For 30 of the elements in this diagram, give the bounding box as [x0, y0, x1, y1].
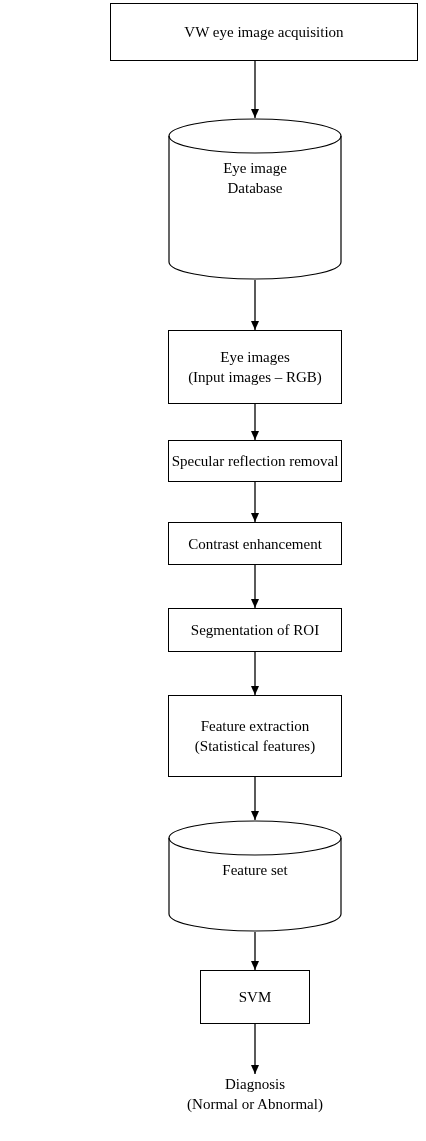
box-label: Feature set — [222, 861, 288, 880]
box-label: Feature extraction — [200, 717, 310, 736]
output-label: (Normal or Abnormal) — [187, 1095, 323, 1114]
arrow — [251, 564, 259, 609]
box-label: Contrast enhancement — [188, 534, 322, 554]
process-box — [168, 440, 342, 482]
arrow — [251, 931, 259, 971]
arrow — [251, 60, 259, 119]
box-label: (Input images – RGB) — [188, 368, 322, 387]
process-box — [168, 608, 342, 652]
box-label: (Statistical features) — [194, 737, 316, 756]
output-label: Diagnosis — [225, 1075, 285, 1094]
process-box — [168, 330, 342, 404]
arrow — [251, 1023, 259, 1075]
box-label: Eye images — [220, 348, 290, 367]
process-box — [110, 3, 418, 61]
arrow — [251, 481, 259, 523]
box-label: Eye image — [223, 159, 287, 178]
box-label: SVM — [238, 988, 272, 1007]
process-box — [168, 522, 342, 565]
box-label: Segmentation of ROI — [190, 621, 320, 640]
process-box — [168, 695, 342, 777]
arrow — [251, 403, 259, 441]
process-box — [200, 970, 310, 1024]
arrow — [251, 651, 259, 696]
box-label: Database — [227, 179, 283, 198]
box-label: Specular reflection removal — [171, 452, 339, 471]
arrow — [251, 279, 259, 331]
box-label: VW eye image acquisition — [184, 23, 344, 42]
arrow — [251, 776, 259, 821]
